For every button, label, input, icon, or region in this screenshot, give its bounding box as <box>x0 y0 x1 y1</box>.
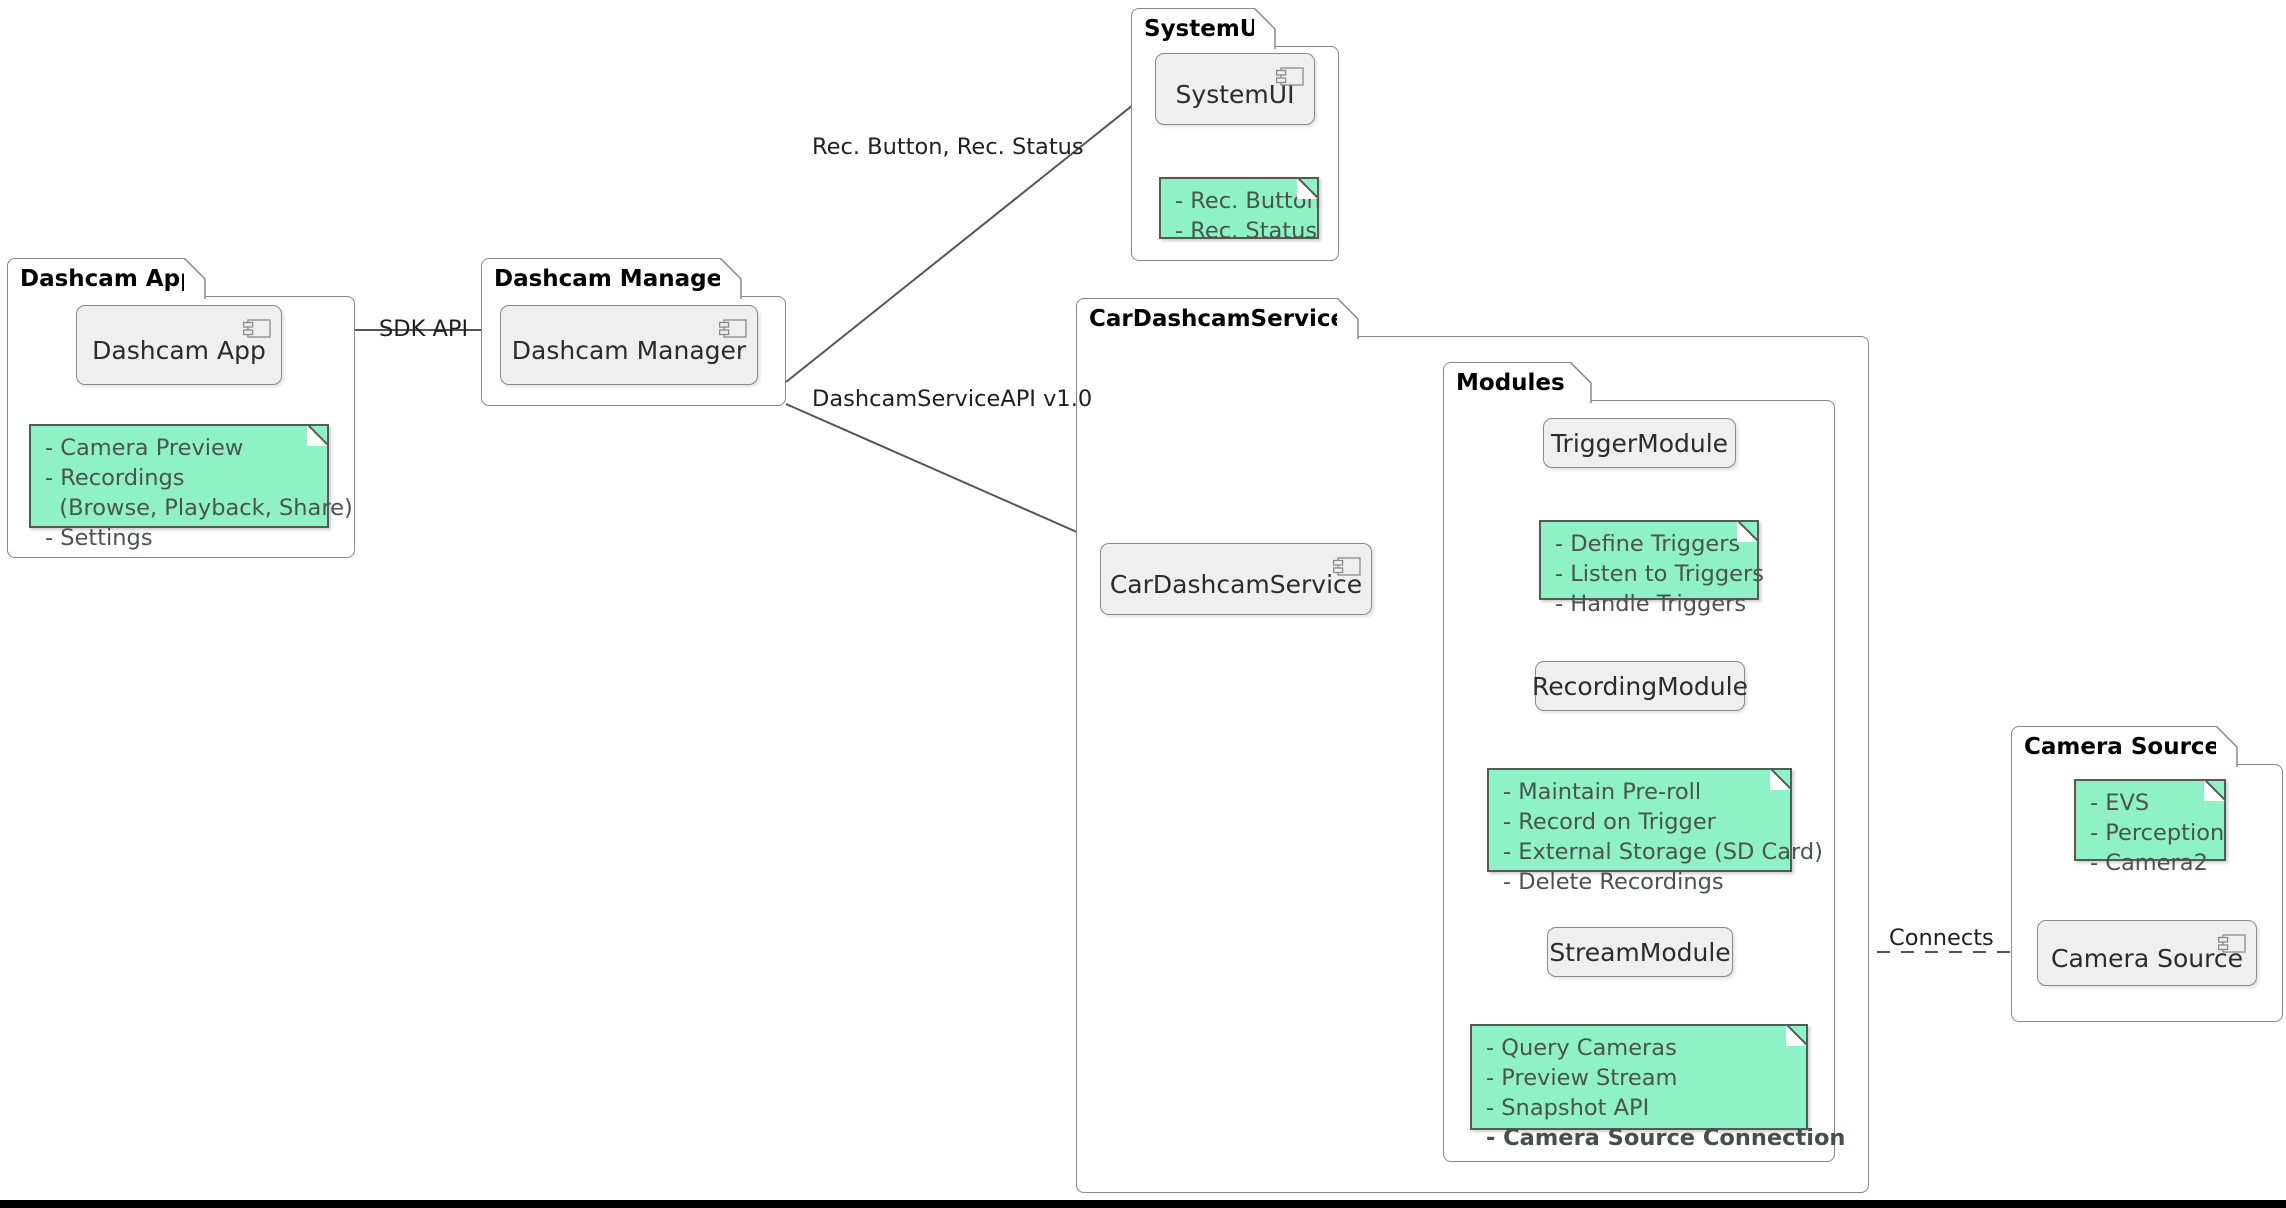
edge-label-dashcamserviceapi: DashcamServiceAPI v1.0 <box>812 386 1093 412</box>
note-line-emphasized: - Camera Source Connection <box>1486 1124 1846 1151</box>
note-line: (Browse, Playback, Share) <box>45 494 353 521</box>
camera-source-component-label: Camera Source <box>2051 943 2243 973</box>
edge-label-sdk-api: SDK API <box>379 316 469 342</box>
cardashcamservice-package-label: CarDashcamService <box>1089 305 1347 332</box>
dashcam-manager-component[interactable]: Dashcam Manager <box>500 305 758 385</box>
note-fold-icon <box>1736 519 1760 543</box>
note-fold-icon <box>1785 1023 1809 1047</box>
note-line: - Handle Triggers <box>1555 590 1747 617</box>
component-icon <box>1275 63 1304 86</box>
note-line: - Perception <box>2090 819 2225 846</box>
stream-module-component-label: StreamModule <box>1549 937 1731 967</box>
note-fold-icon <box>1296 176 1320 200</box>
note-line: - EVS <box>2090 790 2150 816</box>
note-recording-module: - Maintain Pre-roll - Record on Trigger … <box>1487 767 1823 895</box>
note-systemui: - Rec. Button - Rec. Status <box>1159 176 1321 244</box>
package-tab-cut <box>720 257 742 299</box>
edge-dashcamserviceapi <box>785 403 1121 552</box>
note-line: - Query Cameras <box>1486 1035 1677 1061</box>
camera-source-component[interactable]: Camera Source <box>2037 920 2257 986</box>
note-stream-module: - Query Cameras - Preview Stream - Snaps… <box>1470 1023 1845 1151</box>
dashcam-app-component[interactable]: Dashcam App <box>76 305 282 385</box>
camera-source-package-tab: Camera Source <box>2011 725 2238 767</box>
dashcam-app-package-label: Dashcam App <box>20 265 197 292</box>
note-line: - Preview Stream <box>1486 1064 1678 1091</box>
package-tab-cut <box>2216 725 2238 767</box>
note-camera-source: - EVS - Perception - Camera2 <box>2074 778 2227 876</box>
systemui-package-tab: SystemUI <box>1131 7 1276 49</box>
note-line: - Camera Preview <box>45 435 244 461</box>
dashcam-app-package-tab: Dashcam App <box>7 257 206 299</box>
recording-module-component[interactable]: RecordingModule <box>1532 661 1748 711</box>
note-line: - Record on Trigger <box>1503 808 1716 835</box>
dashcam-manager-component-label: Dashcam Manager <box>511 335 747 365</box>
package-tab-cut <box>184 257 206 299</box>
bottom-edge-bar <box>0 1200 2286 1208</box>
package-tab-cut <box>1570 361 1592 403</box>
note-line: - Delete Recordings <box>1503 868 1724 895</box>
edge-label-connects: Connects <box>1889 925 1994 951</box>
trigger-module-component-label: TriggerModule <box>1550 428 1729 458</box>
note-fold-icon <box>306 423 330 447</box>
note-dashcam-app: - Camera Preview - Recordings (Browse, P… <box>29 423 353 551</box>
component-icon <box>1332 553 1361 576</box>
edge-rec-button-status <box>785 92 1149 383</box>
component-icon <box>242 315 271 338</box>
systemui-package-label: SystemUI <box>1144 15 1268 42</box>
package-tab-cut <box>1337 297 1359 339</box>
note-line: - Rec. Button <box>1175 188 1321 214</box>
note-line: - Settings <box>45 524 153 551</box>
systemui-component[interactable]: SystemUI <box>1155 53 1315 125</box>
cardashcamservice-component[interactable]: CarDashcamService <box>1100 543 1372 615</box>
note-line: - Snapshot API <box>1486 1094 1650 1121</box>
dashcam-manager-package-tab: Dashcam Manager <box>481 257 742 299</box>
stream-module-component[interactable]: StreamModule <box>1547 927 1733 977</box>
note-fold-icon <box>2203 778 2227 802</box>
note-line: - Recordings <box>45 464 185 491</box>
note-line: - Maintain Pre-roll <box>1503 779 1702 805</box>
note-line: - Listen to Triggers <box>1555 560 1764 587</box>
note-line: - External Storage (SD Card) <box>1503 838 1823 865</box>
note-trigger-module: - Define Triggers - Listen to Triggers -… <box>1539 519 1764 617</box>
component-icon <box>718 315 747 338</box>
modules-package-tab: Modules <box>1443 361 1592 403</box>
recording-module-component-label: RecordingModule <box>1532 671 1748 701</box>
dashcam-manager-package-label: Dashcam Manager <box>494 265 734 292</box>
dashcam-app-component-label: Dashcam App <box>92 335 266 365</box>
camera-source-package-label: Camera Source <box>2024 733 2221 760</box>
note-line: - Define Triggers <box>1555 531 1741 557</box>
note-line: - Camera2 <box>2090 849 2208 876</box>
package-tab-cut <box>1254 7 1276 49</box>
note-fold-icon <box>1769 767 1793 791</box>
systemui-component-label: SystemUI <box>1175 79 1295 109</box>
component-icon <box>2217 930 2246 953</box>
trigger-module-component[interactable]: TriggerModule <box>1543 418 1736 468</box>
note-line: - Rec. Status <box>1175 217 1318 244</box>
cardashcamservice-component-label: CarDashcamService <box>1109 569 1363 599</box>
cardashcamservice-package-tab: CarDashcamService <box>1076 297 1359 339</box>
edge-label-rec-button-status: Rec. Button, Rec. Status <box>812 134 1084 160</box>
modules-package-label: Modules <box>1456 369 1565 396</box>
